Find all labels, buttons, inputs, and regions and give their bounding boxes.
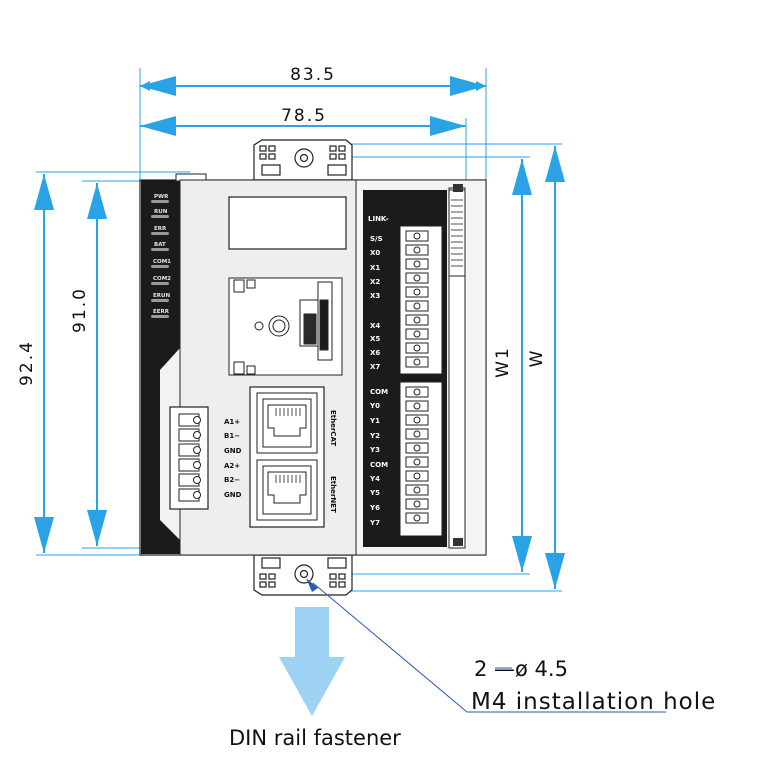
- rs485-terminal: A1+ B1− GND A2+ B2− GND: [169, 406, 242, 510]
- body-height-label: 91.0: [70, 287, 90, 333]
- hole-spec-text: 2 —ø 4.5: [474, 657, 568, 681]
- overall-height-label: 92.4: [17, 340, 37, 386]
- io-label-y0: Y0: [369, 402, 380, 410]
- dimension-overall-height: 92.4: [17, 174, 54, 553]
- io-labels: LINK- S/S X0 X1 X2 X3 X4 X5 X6 X7 COM Y0…: [368, 215, 389, 527]
- io-header-link: LINK-: [368, 215, 389, 223]
- led-erun: ERUN: [151, 293, 170, 302]
- w1-label: W1: [493, 346, 513, 378]
- mount-width-label: 78.5: [281, 106, 327, 126]
- io-label-y4: Y4: [369, 475, 380, 483]
- io-label-x5: X5: [370, 335, 380, 343]
- rs485-label-gnd2: GND: [224, 491, 242, 499]
- io-label-y3: Y3: [369, 446, 380, 454]
- dimension-body-height: 91.0: [70, 183, 107, 546]
- led-pwr: PWR: [151, 194, 169, 203]
- svg-text:EERR: EERR: [153, 309, 170, 315]
- led-com1: COM1: [151, 259, 171, 268]
- io-label-com1: COM: [370, 388, 388, 396]
- io-label-y5: Y5: [369, 489, 380, 497]
- hole-leader-line: [312, 582, 666, 713]
- io-label-y7: Y7: [369, 519, 380, 527]
- rs485-label-a1: A1+: [224, 418, 240, 426]
- led-run: RUN: [151, 209, 169, 218]
- io-label-x2: X2: [370, 278, 380, 286]
- dimension-mount-width: 78.5: [140, 106, 466, 136]
- svg-text:PWR: PWR: [154, 194, 169, 200]
- din-rail-text: DIN rail fastener: [229, 726, 401, 750]
- io-label-ss: S/S: [370, 235, 383, 243]
- rs485-label-gnd1: GND: [224, 447, 242, 455]
- io-terminal-blocks: [399, 225, 443, 537]
- indicator-panel: PWR RUN ERR BAT COM1 COM2 ERUN EERR: [151, 194, 171, 318]
- card-slot-compartment: [228, 277, 343, 376]
- overall-width-label: 83.5: [290, 65, 336, 85]
- io-label-x7: X7: [370, 363, 380, 371]
- ethernet-port: [256, 459, 318, 521]
- io-label-y6: Y6: [369, 504, 380, 512]
- led-com2: COM2: [151, 276, 171, 285]
- io-label-x0: X0: [370, 249, 380, 257]
- io-label-y1: Y1: [369, 417, 380, 425]
- io-label-x4: X4: [370, 322, 380, 330]
- io-label-x6: X6: [370, 349, 380, 357]
- svg-text:ERR: ERR: [154, 226, 167, 232]
- bottom-mounting-tab: [253, 554, 353, 596]
- io-label-y2: Y2: [369, 432, 380, 440]
- w-label: W: [527, 349, 547, 368]
- dimension-w1: W1: [493, 159, 532, 572]
- rs485-label-a2: A2+: [224, 462, 240, 470]
- display-window: [228, 196, 347, 250]
- svg-text:RUN: RUN: [154, 209, 168, 215]
- dimension-w: W: [527, 146, 565, 589]
- led-eerr: EERR: [151, 309, 170, 318]
- svg-text:ERUN: ERUN: [153, 293, 170, 299]
- ethercat-label: EtherCAT: [329, 410, 337, 446]
- rs485-label-b1: B1−: [224, 432, 240, 440]
- din-rail-arrow: [279, 607, 345, 716]
- top-mounting-tab: [253, 139, 353, 181]
- ethernet-label: EtherNET: [329, 476, 337, 513]
- rs485-label-b2: B2−: [224, 476, 240, 484]
- svg-text:BAT: BAT: [154, 242, 166, 248]
- dimension-overall-width: 83.5: [140, 65, 486, 96]
- ethercat-port: [256, 392, 318, 454]
- svg-text:COM1: COM1: [153, 259, 171, 265]
- hole-desc-text: M4 installation hole: [471, 689, 716, 715]
- led-bat: BAT: [151, 242, 169, 251]
- left-side-strip: [141, 180, 180, 554]
- io-label-com2: COM: [370, 461, 388, 469]
- ethernet-port-block: EtherCAT EtherNET: [249, 386, 337, 528]
- hole-leader-arrowhead: [306, 578, 318, 592]
- svg-text:COM2: COM2: [153, 276, 171, 282]
- io-label-x1: X1: [370, 264, 380, 272]
- led-err: ERR: [151, 226, 169, 235]
- io-label-x3: X3: [370, 292, 380, 300]
